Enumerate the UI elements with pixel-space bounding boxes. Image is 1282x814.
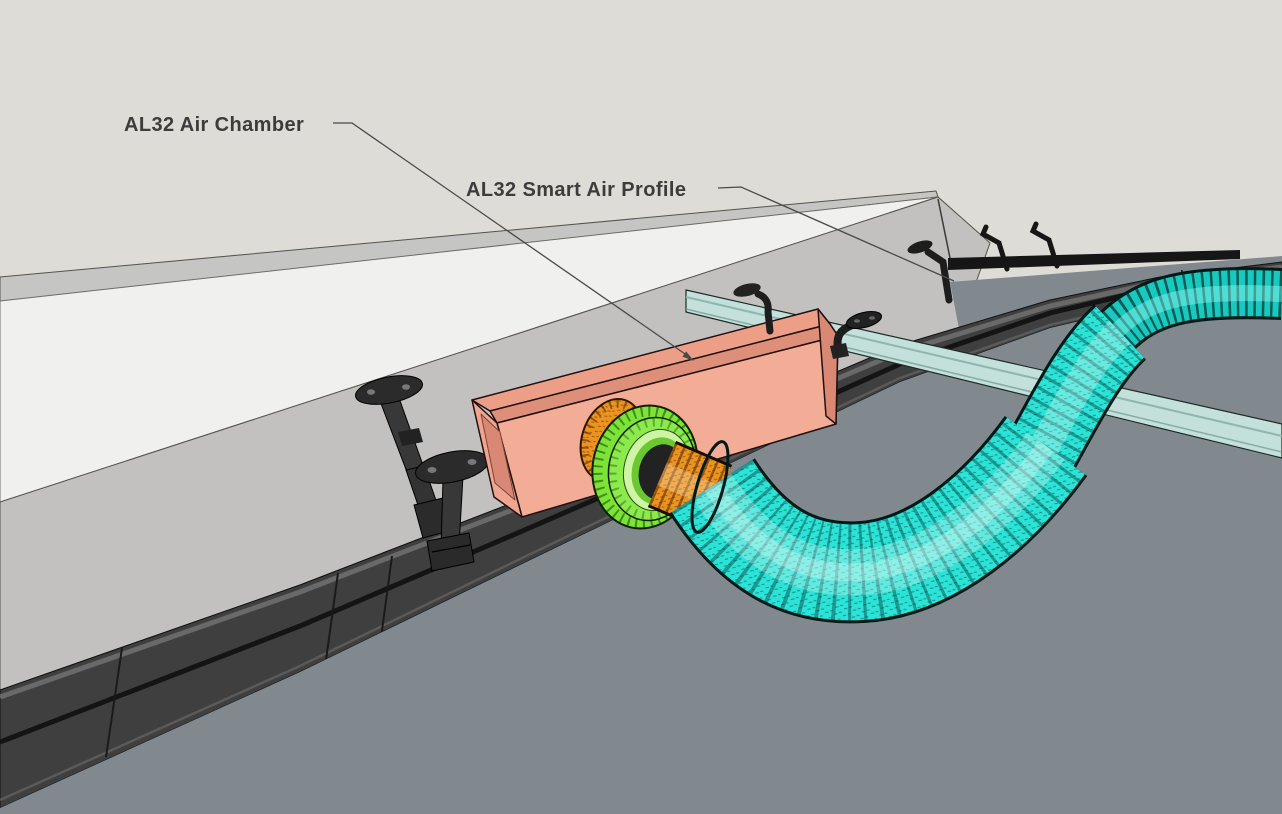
- hanger-clip-chamber: [733, 283, 774, 335]
- bay-divider-edge: [937, 198, 951, 259]
- panel-clip-icon: [979, 224, 1010, 272]
- flex-hose-riser: [1004, 304, 1147, 477]
- label-air-chamber: AL32 Air Chamber: [124, 114, 304, 136]
- hanger-clip-profile: [830, 311, 883, 359]
- leader-arrowhead: [682, 351, 694, 361]
- flex-hose-far-run: [1093, 267, 1282, 355]
- rail-joint: [105, 647, 123, 758]
- hanger-clip-rear: [907, 240, 953, 304]
- air-chamber-end-frame: [480, 413, 516, 501]
- mounting-bracket-front: [415, 450, 489, 572]
- mounting-bracket-rear: [355, 375, 453, 539]
- ceiling-panel-lower: [0, 292, 1282, 814]
- panel-clip-icon: [1029, 221, 1060, 269]
- hose-end-ring: [690, 440, 730, 534]
- rear-rail: [948, 250, 1240, 270]
- slate-wedge-rear: [950, 256, 1282, 334]
- flex-hose-u-bend: [669, 415, 1088, 624]
- air-chamber-right-cap: [817, 308, 839, 425]
- rail-joint: [380, 555, 393, 639]
- annotation-leaders: [333, 122, 955, 361]
- rail-joint: [325, 572, 339, 661]
- label-smart-air-profile: AL32 Smart Air Profile: [466, 179, 686, 201]
